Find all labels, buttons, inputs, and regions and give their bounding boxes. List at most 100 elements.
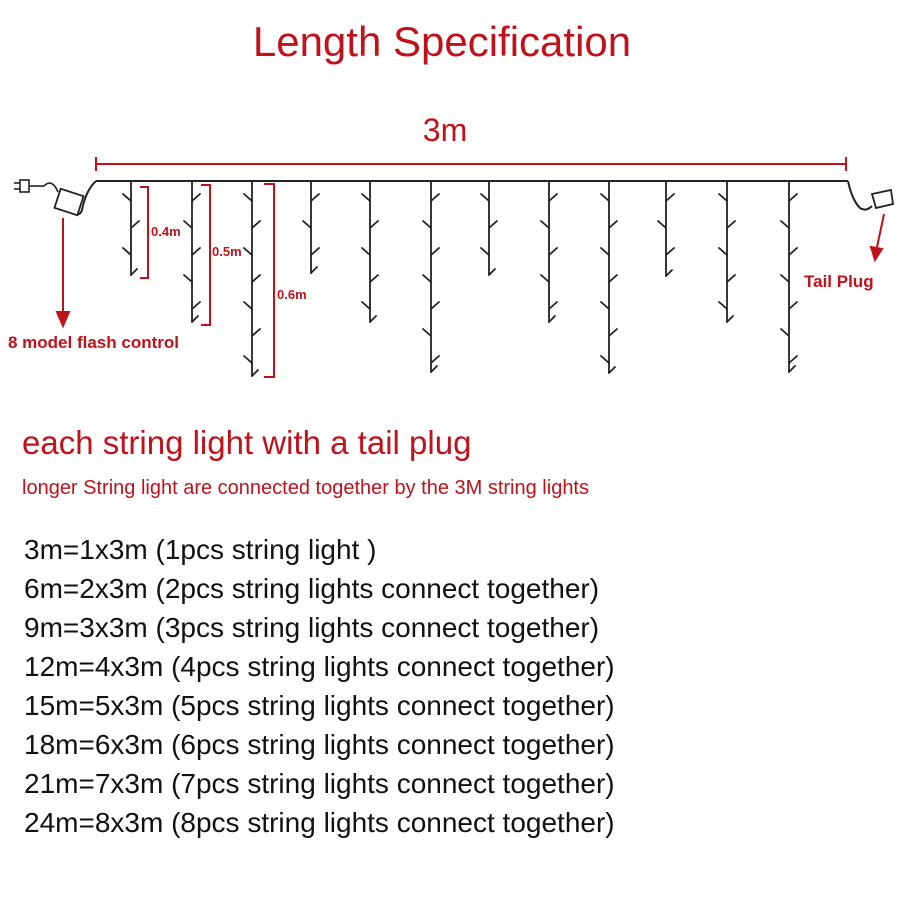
bulb-lead: [183, 274, 193, 283]
spec-item: 6m=2x3m (2pcs string lights connect toge…: [24, 573, 600, 604]
total-length-label: 3m: [422, 112, 468, 148]
bulb-lead: [548, 315, 556, 323]
bulb-lead: [718, 301, 728, 310]
bulb-lead: [191, 301, 201, 310]
bulb-lead: [422, 274, 432, 283]
bulb-lead: [430, 193, 440, 202]
icicle-strand: [122, 180, 140, 276]
bulb-lead: [608, 274, 618, 283]
tail-plug-label: Tail Plug: [804, 272, 874, 291]
strand-label-long: 0.6m: [277, 287, 307, 302]
bulb-lead: [122, 247, 132, 256]
bulb-lead: [665, 269, 673, 277]
tail-plug-icon: [870, 188, 895, 210]
bulb-lead: [251, 369, 259, 377]
spec-item: 21m=7x3m (7pcs string lights connect tog…: [24, 768, 615, 799]
bulb-lead: [665, 247, 675, 256]
controller-label: 8 model flash control: [8, 333, 179, 352]
bulb-lead: [183, 220, 193, 229]
icicle-strand: [361, 180, 379, 323]
spec-item: 15m=5x3m (5pcs string lights connect tog…: [24, 690, 615, 721]
bulb-lead: [600, 193, 610, 202]
bulb-lead: [718, 193, 728, 202]
bulb-lead: [361, 301, 371, 310]
page-title: Length Specification: [252, 18, 632, 65]
spec-item: 18m=6x3m (6pcs string lights connect tog…: [24, 729, 615, 760]
section-heading: each string light with a tail plug: [22, 424, 472, 461]
bulb-lead: [430, 301, 440, 310]
icicle-strand: [657, 180, 675, 277]
bulb-lead: [243, 193, 253, 202]
bulb-lead: [780, 220, 790, 229]
bulb-lead: [718, 247, 728, 256]
icicle-strand: [302, 180, 320, 274]
bulb-lead: [788, 193, 798, 202]
bulb-lead: [369, 274, 379, 283]
bulb-lead: [488, 220, 498, 229]
bulb-lead: [130, 220, 140, 229]
bulb-lead: [665, 193, 675, 202]
icicle-strand: [183, 180, 201, 323]
length-dimension-line: [95, 157, 847, 171]
bulb-lead: [608, 328, 618, 337]
plug-icon: [14, 179, 59, 193]
bulb-lead: [430, 247, 440, 256]
icicle-strand: [600, 180, 618, 374]
bulb-lead: [788, 365, 796, 373]
bulb-lead: [369, 315, 377, 323]
main-wire: [73, 180, 873, 216]
bulb-lead: [726, 274, 736, 283]
bulb-lead: [726, 220, 736, 229]
strand-label-short: 0.4m: [151, 224, 181, 239]
bulb-lead: [422, 220, 432, 229]
bulb-lead: [657, 220, 667, 229]
length-spec-list: 3m=1x3m (1pcs string light ) 6m=2x3m (2p…: [24, 530, 615, 842]
icicle-strands: [122, 180, 798, 377]
icicle-strand: [540, 180, 558, 323]
bulb-lead: [130, 268, 138, 276]
bulb-lead: [251, 274, 261, 283]
bulb-lead: [243, 355, 253, 364]
bulb-lead: [600, 301, 610, 310]
bulb-lead: [422, 328, 432, 337]
spec-item: 3m=1x3m (1pcs string light ): [24, 534, 377, 565]
bulb-lead: [600, 247, 610, 256]
controller-arrow: [55, 218, 71, 329]
bulb-lead: [310, 266, 318, 274]
bulb-lead: [361, 247, 371, 256]
bulb-lead: [310, 193, 320, 202]
bulb-lead: [251, 328, 261, 337]
bulb-lead: [191, 315, 199, 323]
tail-plug-arrow: [869, 213, 885, 263]
bulb-lead: [430, 355, 440, 364]
icicle-strand: [243, 180, 261, 377]
bulb-lead: [788, 247, 798, 256]
bulb-lead: [780, 274, 790, 283]
bulb-lead: [191, 247, 201, 256]
bulb-lead: [600, 355, 610, 364]
bulb-lead: [726, 315, 734, 323]
icicle-strand: [422, 180, 440, 373]
bulb-lead: [488, 268, 496, 276]
bulb-lead: [540, 274, 550, 283]
bulb-lead: [430, 365, 438, 373]
bulb-lead: [608, 366, 616, 374]
bulb-lead: [608, 220, 618, 229]
spec-item: 9m=3x3m (3pcs string lights connect toge…: [24, 612, 600, 643]
bulb-lead: [191, 193, 201, 202]
spec-item: 24m=8x3m (8pcs string lights connect tog…: [24, 807, 615, 838]
icicle-strand: [718, 180, 736, 323]
bulb-lead: [780, 328, 790, 337]
bulb-lead: [548, 301, 558, 310]
flash-controller-icon: [53, 187, 85, 217]
icicle-light-diagram: [14, 157, 895, 378]
bulb-lead: [369, 220, 379, 229]
bulb-lead: [310, 247, 320, 256]
bulb-lead: [122, 193, 132, 202]
bulb-lead: [548, 193, 558, 202]
strand-label-medium: 0.5m: [212, 244, 242, 259]
bulb-lead: [361, 193, 371, 202]
icicle-strand: [780, 180, 798, 373]
strand-height-brackets: [140, 183, 275, 378]
bulb-lead: [243, 301, 253, 310]
